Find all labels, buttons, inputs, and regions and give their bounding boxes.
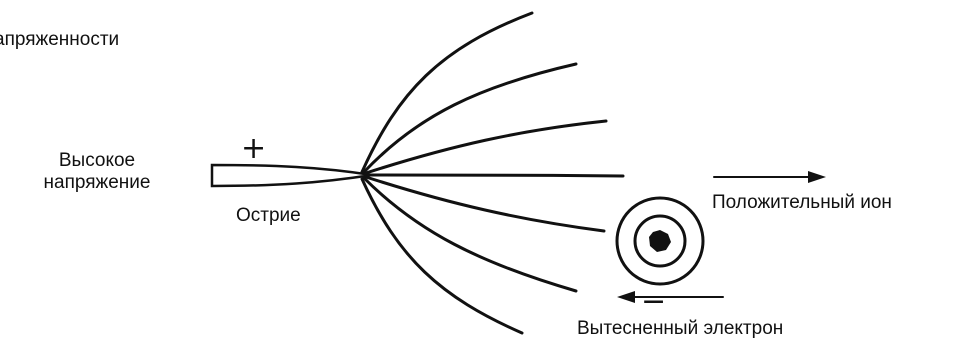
field-line-5 [366, 177, 604, 231]
displaced-electron-label: Вытесненный электрон [577, 318, 783, 340]
electrode-tip [212, 165, 372, 186]
field-line-6 [364, 178, 576, 291]
positive-sign: + [241, 134, 266, 164]
positive-ion-label: Положительный ион [712, 192, 892, 214]
electron-sign: − [641, 287, 666, 317]
field-line-7 [362, 179, 522, 333]
field-line-4 [368, 175, 623, 176]
ion-nucleus [649, 230, 671, 252]
ion-arrowhead [808, 171, 826, 183]
tip-label: Острие [236, 205, 301, 227]
electron-arrowhead [617, 291, 635, 303]
high-voltage-label: Высокое напряжение [18, 150, 176, 194]
diagram-title-fragment: апряженности [0, 29, 119, 51]
field-line-3 [366, 121, 606, 173]
field-line-2 [364, 64, 576, 172]
